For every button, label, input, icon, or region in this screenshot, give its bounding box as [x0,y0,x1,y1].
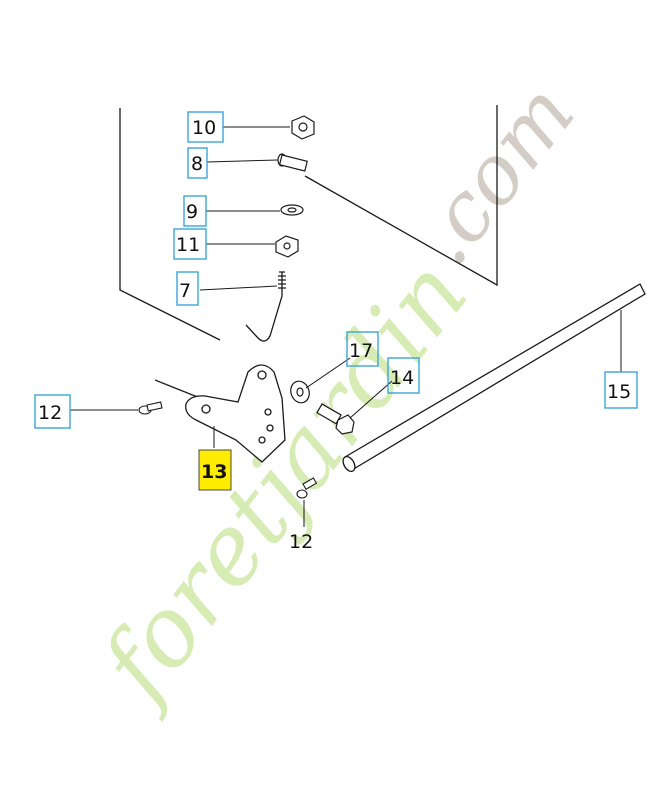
callout-12-left: 12 [34,394,71,429]
svg-text:11: 11 [176,234,200,256]
svg-text:17: 17 [349,340,373,362]
bracket-plate [185,364,286,463]
svg-text:12: 12 [289,531,313,553]
svg-text:14: 14 [390,367,414,389]
callout-9: 9 [183,195,207,227]
leader-lines [70,126,622,527]
hardware-right [290,380,355,435]
svg-text:10: 10 [192,117,216,139]
watermark-main: foretjardin [76,239,489,724]
svg-text:9: 9 [186,201,198,223]
svg-text:12: 12 [38,402,62,424]
callout-8: 8 [187,147,208,179]
shaft [342,283,646,473]
svg-text:8: 8 [191,153,203,175]
svg-text:15: 15 [607,381,631,403]
svg-text:13: 13 [201,461,227,483]
callout-12-bottom: 12 [289,531,313,553]
callout-7: 7 [176,271,199,306]
callout-10: 10 [187,111,224,143]
frame-lines [119,105,498,399]
watermark-suffix: .com [396,67,593,282]
watermark: foretjardin .com [76,67,593,724]
callout-15: 15 [604,371,638,409]
callout-17: 17 [346,331,379,367]
callout-11: 11 [173,228,207,260]
callout-13: 13 [198,449,232,491]
screws [138,401,318,499]
rod [245,271,286,342]
hardware-top [275,115,315,258]
svg-text:7: 7 [179,280,191,302]
callout-14: 14 [387,357,420,394]
